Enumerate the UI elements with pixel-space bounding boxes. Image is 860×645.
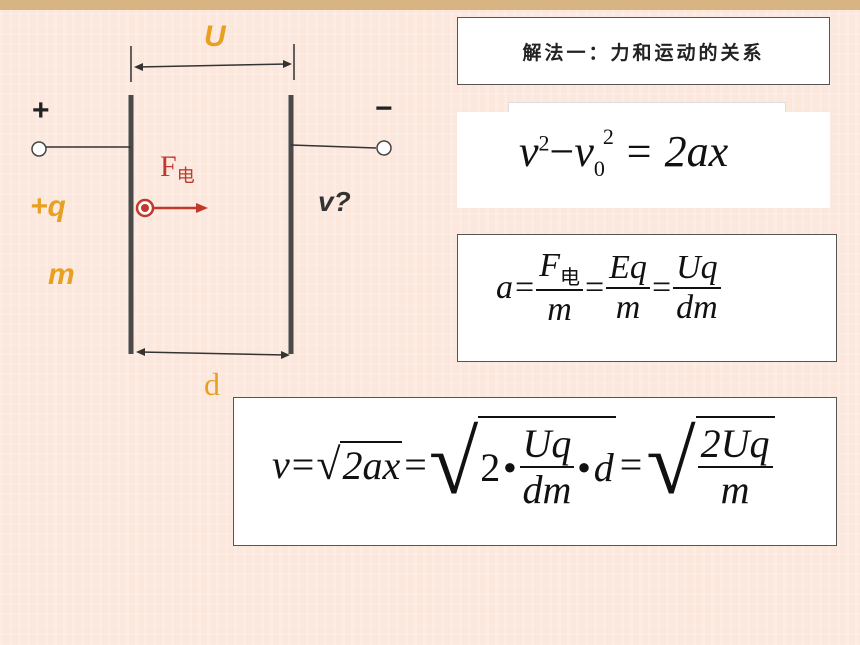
2uq-over-m-fraction: 2Uq m — [697, 422, 773, 512]
method-title: 解法一：力和运动的关系 — [522, 41, 765, 64]
force-label: F电 — [160, 150, 195, 186]
equation3-box: v= √2ax = √ 2 ● Uq dm ● d = √ 2Uq — [233, 397, 837, 546]
uq-over-dm-fraction: Uq dm — [673, 249, 721, 326]
force-arrow-head — [196, 203, 208, 213]
sqrt-2ax: √2ax — [316, 439, 403, 489]
d-arrow-right — [281, 351, 290, 359]
sqrt-expanded: √ 2 ● Uq dm ● d — [428, 414, 616, 513]
voltage-label: U — [204, 20, 226, 53]
left-terminal — [31, 141, 47, 157]
charge-dot — [141, 204, 149, 212]
mass-label: m — [48, 258, 75, 291]
velocity-label: v? — [318, 186, 351, 217]
distance-label: d — [204, 366, 220, 402]
right-terminal — [376, 140, 392, 156]
charge-label: +q — [30, 190, 66, 223]
u-arrow-right — [283, 60, 292, 68]
plus-sign: + — [32, 94, 50, 127]
minus-sign: − — [375, 92, 393, 125]
sqrt-final: √ 2Uq m — [646, 416, 775, 512]
u-arrow-left — [134, 63, 143, 71]
top-bar — [0, 0, 860, 10]
capacitor-diagram — [31, 44, 392, 359]
acceleration-equation: a= F电 m = Eq m = Uq dm — [496, 247, 721, 328]
u-dimension-line — [137, 63, 289, 68]
equation2-box: a= F电 m = Eq m = Uq dm — [457, 234, 837, 362]
d-dimension-line — [139, 351, 287, 356]
equation1-box: v2−v02= 2ax — [457, 112, 830, 208]
velocity-equation: v= √2ax = √ 2 ● Uq dm ● d = √ 2Uq — [272, 416, 775, 512]
right-wire — [290, 144, 377, 149]
eq-over-mass-fraction: Eq m — [606, 249, 650, 326]
force-over-mass-fraction: F电 m — [536, 247, 583, 328]
kinematics-equation: v2−v02= 2ax — [519, 124, 729, 181]
method-title-box: 解法一：力和运动的关系 — [457, 17, 830, 85]
d-arrow-left — [136, 348, 145, 356]
uq-over-dm-fraction-2: Uq dm — [519, 422, 575, 512]
